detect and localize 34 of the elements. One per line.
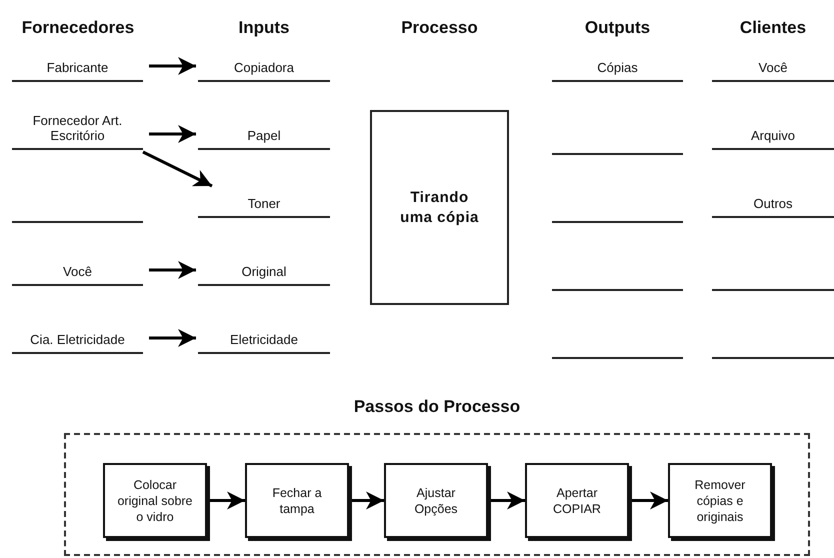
underlined-label: Toner <box>198 186 330 218</box>
arrow <box>629 492 668 510</box>
arrow <box>149 125 196 143</box>
arrow <box>149 261 196 279</box>
process-step-box: Remover cópias e originais <box>668 463 772 538</box>
column-heading: Processo <box>400 18 479 38</box>
underlined-label: Eletricidade <box>198 322 330 354</box>
arrow <box>349 492 384 510</box>
column-heading: Fornecedores <box>20 18 136 38</box>
underlined-label: Copiadora <box>198 50 330 82</box>
process-step-box: Fechar a tampa <box>245 463 349 538</box>
underlined-label: Original <box>198 254 330 286</box>
underlined-label: Você <box>712 50 834 82</box>
arrow <box>149 329 196 347</box>
arrow <box>149 57 196 75</box>
process-step-box: Apertar COPIAR <box>525 463 629 538</box>
column-heading: Clientes <box>738 18 808 38</box>
underlined-label: Você <box>12 254 143 286</box>
underlined-label: Cia. Eletricidade <box>12 322 143 354</box>
process-box: Tirando uma cópia <box>370 110 509 305</box>
underlined-label: Fornecedor Art. Escritório <box>12 100 143 150</box>
process-step-box: Ajustar Opções <box>384 463 488 538</box>
underlined-label: Papel <box>198 118 330 150</box>
column-heading: Inputs <box>238 18 290 38</box>
arrow <box>142 150 213 188</box>
arrow <box>488 492 525 510</box>
underlined-label: Outros <box>712 186 834 218</box>
arrow <box>207 492 245 510</box>
underlined-label: Fabricante <box>12 50 143 82</box>
underlined-label: Cópias <box>552 50 683 82</box>
column-heading: Outputs <box>584 18 652 38</box>
section-heading: Passos do Processo <box>352 397 522 417</box>
process-step-box: Colocar original sobre o vidro <box>103 463 207 538</box>
underlined-label: Arquivo <box>712 118 834 150</box>
